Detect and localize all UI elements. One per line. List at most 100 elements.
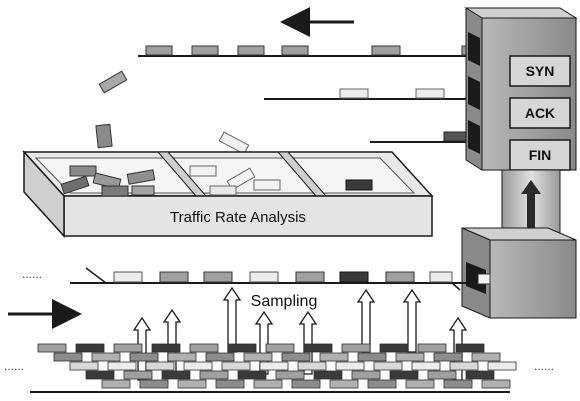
packet <box>139 379 169 389</box>
syn-flag-box <box>509 55 571 87</box>
packet <box>345 179 373 191</box>
packet <box>303 343 333 353</box>
packet <box>335 361 365 371</box>
packet <box>433 352 463 362</box>
packet <box>339 88 369 99</box>
packet <box>221 361 251 371</box>
packet <box>113 271 143 283</box>
packet <box>123 370 153 380</box>
packet <box>395 352 425 362</box>
packet <box>159 271 189 283</box>
packet <box>189 165 217 177</box>
packet <box>145 361 175 371</box>
packet <box>161 370 191 380</box>
packet <box>227 343 257 353</box>
packet <box>107 361 137 371</box>
packet <box>126 169 156 185</box>
packet <box>253 379 283 389</box>
packet <box>367 379 397 389</box>
packet <box>411 361 441 371</box>
packet <box>471 352 501 362</box>
packet <box>60 175 90 195</box>
packet <box>429 271 453 283</box>
packet <box>209 185 237 196</box>
packet <box>249 271 279 283</box>
packet <box>75 343 105 353</box>
packet <box>191 45 219 56</box>
syn-stream-packets <box>145 45 481 56</box>
packet <box>455 343 485 353</box>
packet <box>189 343 219 353</box>
up-arrow-icon <box>356 288 376 353</box>
flag-classifier-tower: SYN ACK FIN <box>461 7 578 319</box>
packet <box>449 361 479 371</box>
packet <box>373 361 403 371</box>
upward-arrow-icon <box>521 180 541 228</box>
packet <box>237 45 265 56</box>
packet <box>281 45 309 56</box>
packet <box>389 370 419 380</box>
packet <box>405 379 435 389</box>
packet <box>313 370 343 380</box>
packet <box>295 271 325 283</box>
packet <box>351 370 381 380</box>
packet <box>37 343 67 353</box>
packet <box>113 343 143 353</box>
sampled-stream: ...... <box>22 267 470 291</box>
left-ellipsis: ...... <box>22 267 42 281</box>
packet <box>319 352 349 362</box>
packet <box>481 379 511 389</box>
packet <box>95 123 113 149</box>
packet <box>385 271 415 283</box>
ack-stream-packets <box>339 88 445 99</box>
bottom-left-ellipsis: ...... <box>4 359 24 373</box>
traffic-rate-analysis-tray: Traffic Rate Analysis <box>22 150 434 238</box>
ack-flag-label: ACK <box>525 105 555 121</box>
packet <box>215 379 245 389</box>
packet <box>69 361 99 371</box>
packet <box>69 165 97 177</box>
packet <box>199 370 229 380</box>
up-arrow-icon <box>402 288 422 353</box>
packet <box>101 185 129 197</box>
packet <box>291 379 321 389</box>
packet <box>417 343 447 353</box>
packet <box>253 179 281 191</box>
packet <box>281 352 311 362</box>
packet <box>129 352 159 362</box>
falling-packets <box>95 70 250 155</box>
packet <box>275 370 305 380</box>
packet <box>167 352 197 362</box>
packet <box>205 352 235 362</box>
up-arrow-icon <box>222 286 242 353</box>
fin-flag-label: FIN <box>529 147 552 163</box>
packet <box>218 131 250 155</box>
fin-flag-box <box>509 139 571 171</box>
packet <box>415 88 445 99</box>
packet <box>85 370 115 380</box>
raw-traffic-packets <box>37 343 517 389</box>
traffic-rate-analysis-label: Traffic Rate Analysis <box>170 209 306 226</box>
sampling-label: Sampling <box>251 293 318 310</box>
packet <box>101 379 131 389</box>
packet <box>357 352 387 362</box>
packet <box>265 343 295 353</box>
packet <box>329 379 359 389</box>
packet <box>465 370 495 380</box>
packet <box>443 379 473 389</box>
packet <box>477 273 491 285</box>
packet <box>145 45 173 56</box>
packet <box>297 361 327 371</box>
packet <box>91 352 121 362</box>
packet <box>151 343 181 353</box>
packet <box>183 361 213 371</box>
packet <box>427 370 457 380</box>
packet <box>379 343 409 353</box>
packet <box>339 271 369 283</box>
bottom-right-ellipsis: ...... <box>534 359 554 373</box>
packet <box>259 361 289 371</box>
packet <box>53 352 83 362</box>
packet <box>371 45 401 56</box>
